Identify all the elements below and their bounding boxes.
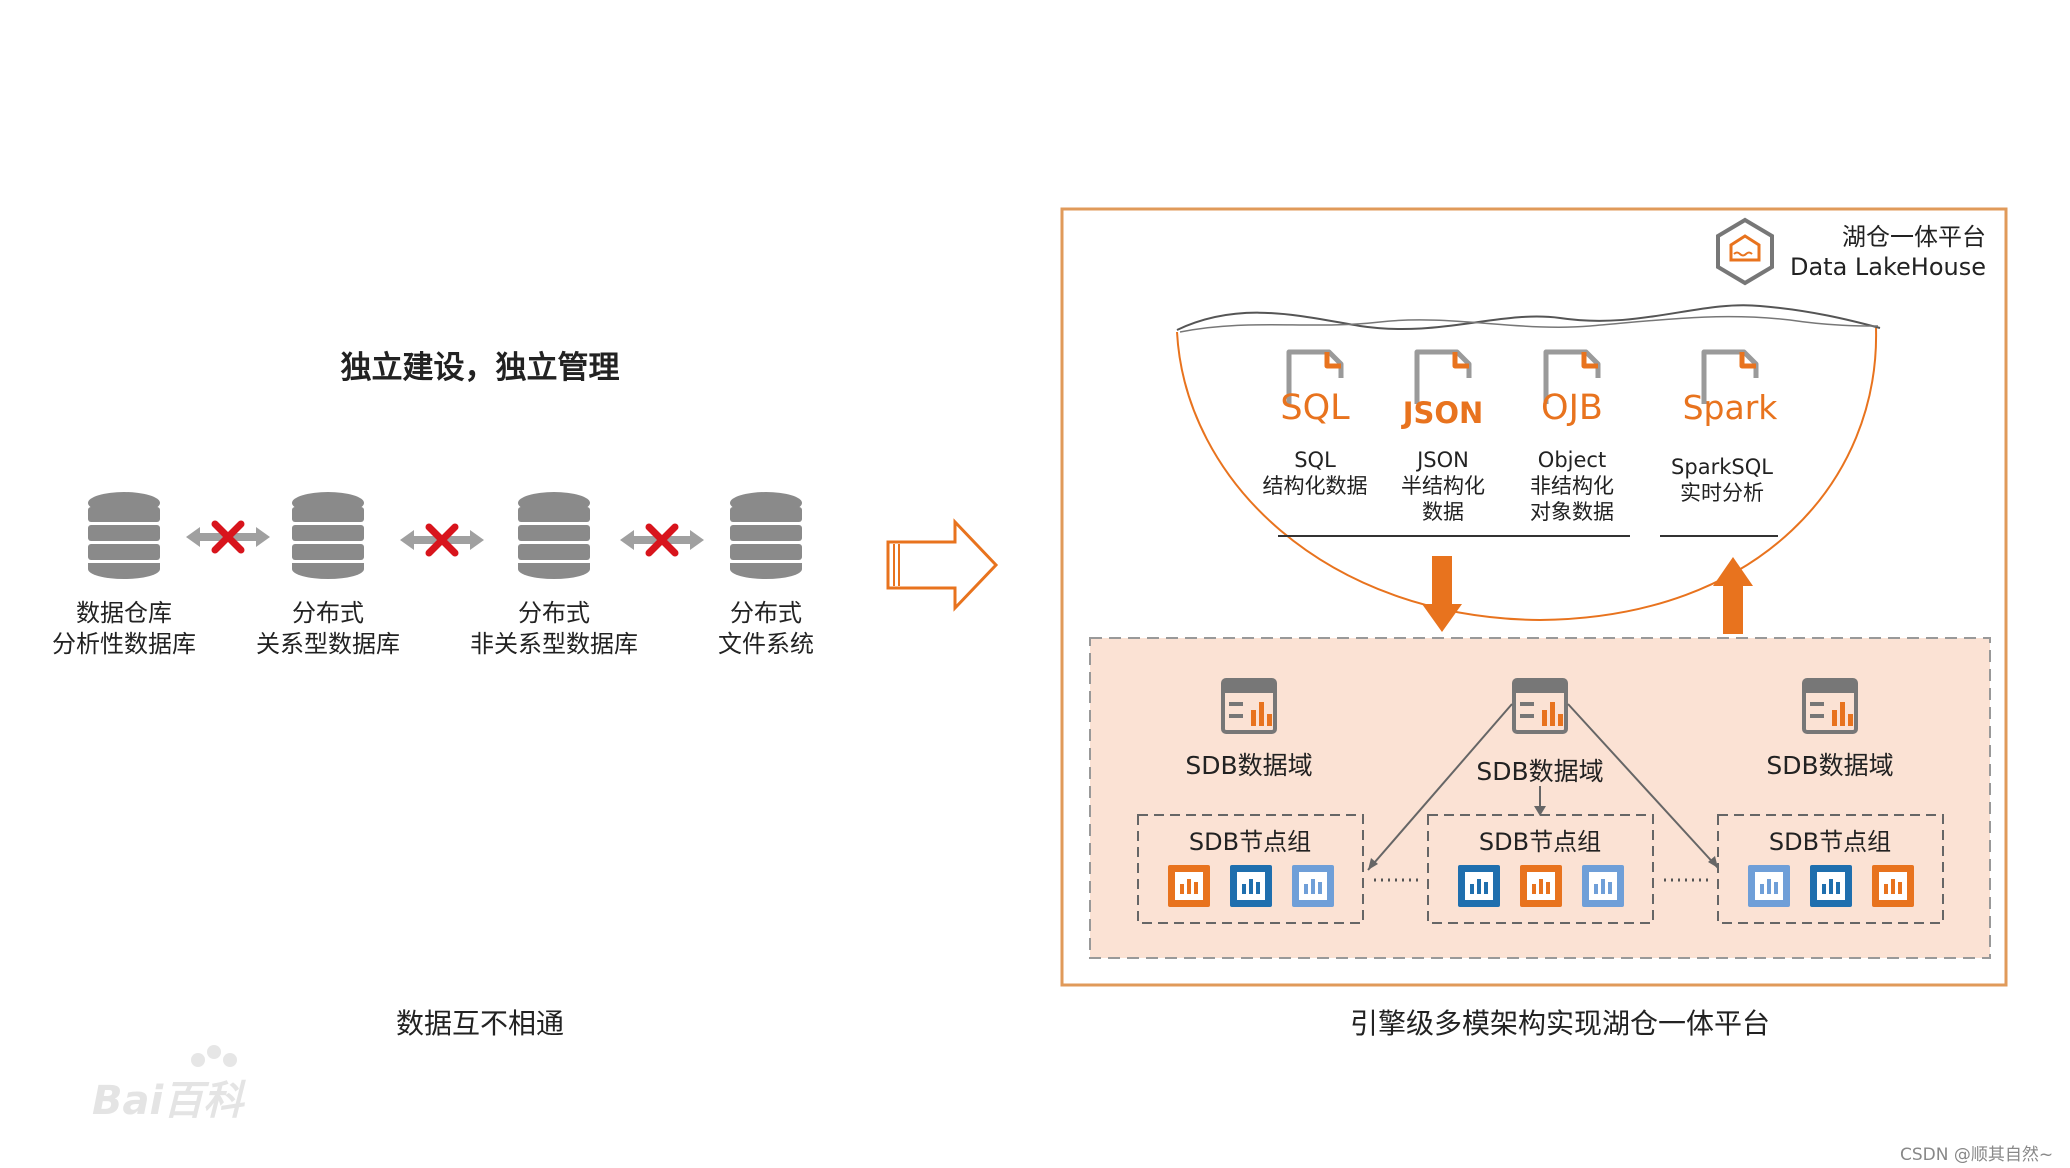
database-icon [518,492,590,579]
sdb-node-group [1137,814,1364,924]
red-cross-icon [400,527,484,553]
down-arrow-icon [1422,556,1462,632]
node-chart-icon [1292,865,1334,907]
sdb-domain-label: SDB数据域 [1476,757,1604,786]
baidu-watermark: Bai百科 [92,1078,244,1124]
node-chart-icon [1230,865,1272,907]
file-label: SparkSQL 实时分析 [1671,455,1773,505]
csdn-credit: CSDN @顺其自然~ [1900,1145,2054,1165]
lakehouse-frame [1060,207,2008,987]
sdb-group-label: SDB节点组 [1768,828,1892,856]
sdb-node-group [1427,814,1654,924]
database-icon [730,492,802,579]
red-cross-icon [186,524,270,550]
lakehouse-logo-icon [1716,217,1774,286]
up-arrow-icon [1713,557,1753,634]
lake-outline [1176,327,1878,622]
red-cross-icon [620,527,704,553]
left-caption: 数据互不相通 [395,1007,564,1040]
node-chart-icon [1810,865,1852,907]
left-title: 独立建设，独立管理 [340,350,620,386]
file-label: JSON 半结构化 数据 [1401,448,1485,524]
sdb-domain-label: SDB数据域 [1185,751,1313,780]
file-tag: OJB [1541,388,1603,428]
hollow-arrow-right-icon [886,518,999,612]
platform-name: 湖仓一体平台 Data LakeHouse [1789,223,1986,281]
sdb-group-label: SDB节点组 [1188,828,1312,856]
database-label: 分布式 非关系型数据库 [470,599,638,658]
baidu-paw-watermark [191,1045,237,1067]
node-chart-icon [1458,865,1500,907]
node-chart-icon [1582,865,1624,907]
node-chart-icon [1872,865,1914,907]
file-label: SQL 结构化数据 [1262,448,1368,498]
file-tag: SQL [1280,388,1350,428]
node-chart-icon [1168,865,1210,907]
sdb-node-group [1717,814,1944,924]
database-label: 分布式 关系型数据库 [256,599,400,658]
file-tag: JSON [1402,396,1484,430]
database-icon [88,492,160,579]
database-label: 分布式 文件系统 [718,599,814,658]
file-label: Object 非结构化 对象数据 [1530,448,1614,524]
node-chart-icon [1520,865,1562,907]
right-caption: 引擎级多模架构实现湖仓一体平台 [1349,1007,1770,1040]
database-icon [292,492,364,579]
database-label: 数据仓库 分析性数据库 [52,599,196,658]
file-tag: Spark [1682,388,1778,427]
node-chart-icon [1748,865,1790,907]
sdb-domain-label: SDB数据域 [1766,751,1894,780]
sdb-group-label: SDB节点组 [1478,828,1602,856]
